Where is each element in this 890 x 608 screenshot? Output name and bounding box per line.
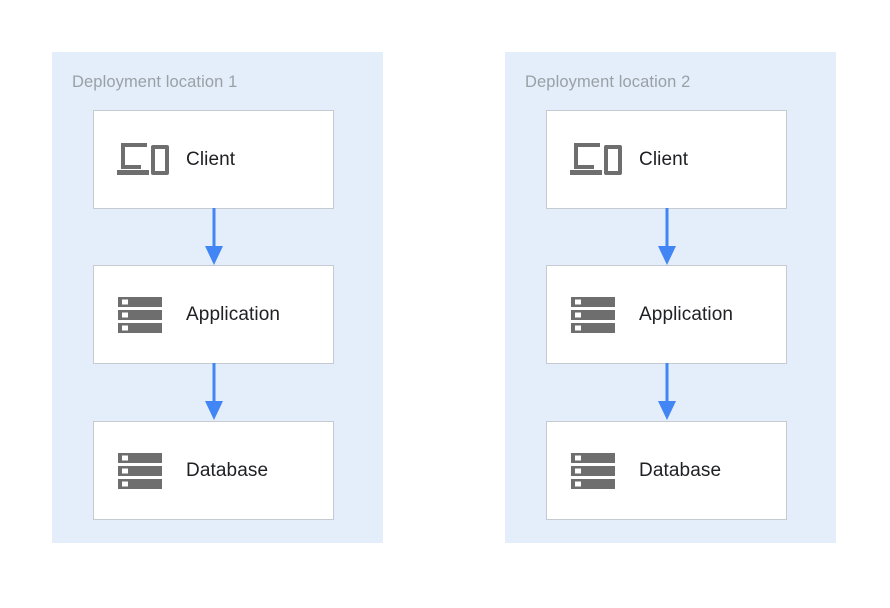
node-client[interactable]: Client <box>93 110 334 209</box>
node-application[interactable]: Application <box>93 265 334 364</box>
devices-icon <box>116 136 172 184</box>
devices-icon <box>569 136 625 184</box>
node-label: Application <box>186 303 281 325</box>
node-database[interactable]: Database <box>546 421 787 520</box>
node-client[interactable]: Client <box>546 110 787 209</box>
deployment-location-panel-1: Deployment location 1 Client <box>52 52 383 543</box>
arrow-down-icon <box>655 363 679 421</box>
arrow-down-icon <box>655 208 679 266</box>
node-label: Client <box>639 148 689 170</box>
node-label: Database <box>186 459 269 481</box>
node-label: Application <box>639 303 734 325</box>
node-label: Client <box>186 148 236 170</box>
node-application[interactable]: Application <box>546 265 787 364</box>
panel-title: Deployment location 2 <box>525 73 691 91</box>
panel-title: Deployment location 1 <box>72 73 238 91</box>
server-icon <box>116 447 172 495</box>
arrow-down-icon <box>202 363 226 421</box>
node-database[interactable]: Database <box>93 421 334 520</box>
server-icon <box>569 291 625 339</box>
server-icon <box>569 447 625 495</box>
deployment-location-panel-2: Deployment location 2 Client <box>505 52 836 543</box>
arrow-down-icon <box>202 208 226 266</box>
server-icon <box>116 291 172 339</box>
node-label: Database <box>639 459 722 481</box>
